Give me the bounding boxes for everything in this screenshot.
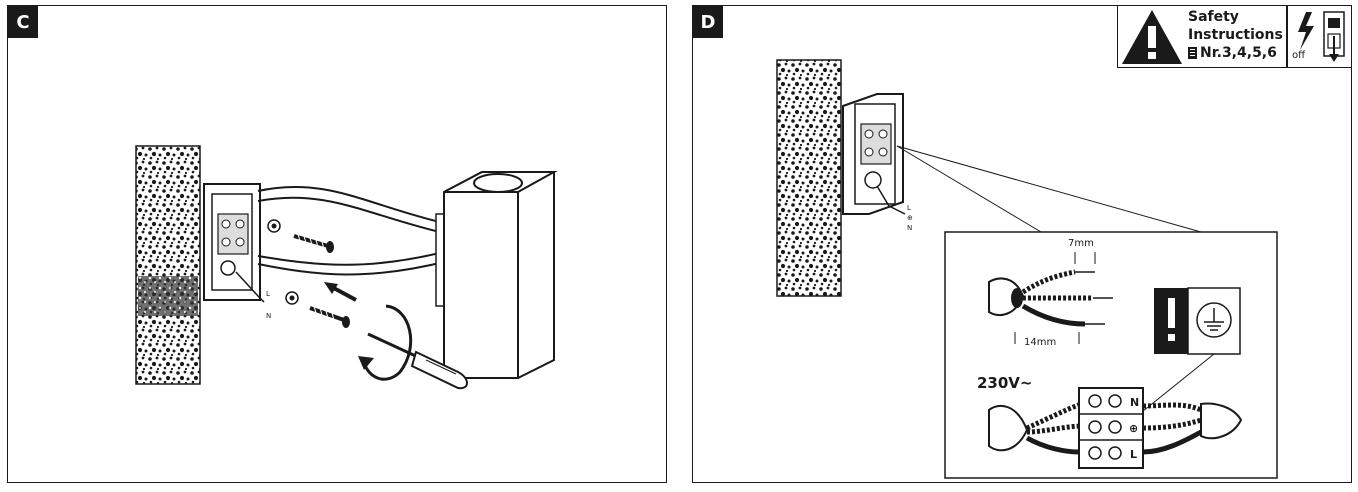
wire-label-earth: ⊕ <box>907 214 913 222</box>
junction-box <box>842 93 906 215</box>
power-off-box: off <box>1287 6 1351 68</box>
safety-line-3-row: Nr.3,4,5,6 <box>1188 44 1283 62</box>
wire-label-l: L <box>266 290 270 298</box>
panel-c: C <box>7 5 667 483</box>
safety-instructions-box: Safety Instructions Nr.3,4,5,6 <box>1117 6 1287 68</box>
wire-label-n: N <box>907 224 912 232</box>
wall-dense-area <box>138 276 198 316</box>
cable-upper <box>257 185 449 225</box>
exclamation-icon <box>1154 288 1188 354</box>
strip-length-short: 7mm <box>1068 238 1094 249</box>
safety-line-3: Nr.3,4,5,6 <box>1200 45 1277 61</box>
washer-lower <box>285 291 299 305</box>
screw-lower <box>309 305 350 328</box>
panel-c-illustration: L N <box>135 145 558 390</box>
panel-d-illustration: L ⊕ N 7mm 14mm <box>776 59 1278 479</box>
junction-box <box>203 183 261 301</box>
strip-length-long: 14mm <box>1024 337 1056 348</box>
cable-lower-2 <box>257 260 449 276</box>
wire-label-n: N <box>266 312 271 320</box>
washer-upper <box>267 219 281 233</box>
wall-section <box>776 59 842 297</box>
panel-d-letter: D <box>693 6 723 38</box>
lamp-opening <box>473 173 523 193</box>
rotation-arrow-icon <box>358 304 413 381</box>
terminal-label-l: L <box>1130 448 1137 461</box>
terminal-label-earth: ⊕ <box>1129 422 1138 435</box>
safety-line-1: Safety <box>1188 9 1239 25</box>
power-off-label: off <box>1292 50 1306 61</box>
terminal-label-n: N <box>1130 396 1139 409</box>
wall-lamp <box>435 171 558 379</box>
document-icon <box>1188 47 1197 59</box>
safety-line-2: Instructions <box>1188 27 1283 43</box>
cable-upper-2 <box>257 196 449 235</box>
screwdriver-icon <box>367 332 468 390</box>
panel-c-letter: C <box>8 6 38 38</box>
warning-triangle-icon <box>1122 10 1182 64</box>
screw-upper <box>293 233 334 253</box>
safety-text: Safety Instructions Nr.3,4,5,6 <box>1188 8 1283 62</box>
voltage-label: 230V~ <box>977 374 1033 392</box>
cable-lower <box>257 250 449 266</box>
lightning-icon <box>1298 11 1345 62</box>
ground-symbol-icon <box>1187 287 1241 355</box>
terminal-block <box>988 387 1243 469</box>
direction-arrow-icon <box>324 282 357 302</box>
wire-label-l: L <box>907 204 911 212</box>
callout-line <box>896 145 1202 233</box>
callout-line <box>896 145 1042 233</box>
panel-d: D Safety Instructions Nr.3,4,5,6 <box>692 5 1352 483</box>
wall-section <box>135 145 201 385</box>
stripped-cable <box>988 269 1113 327</box>
